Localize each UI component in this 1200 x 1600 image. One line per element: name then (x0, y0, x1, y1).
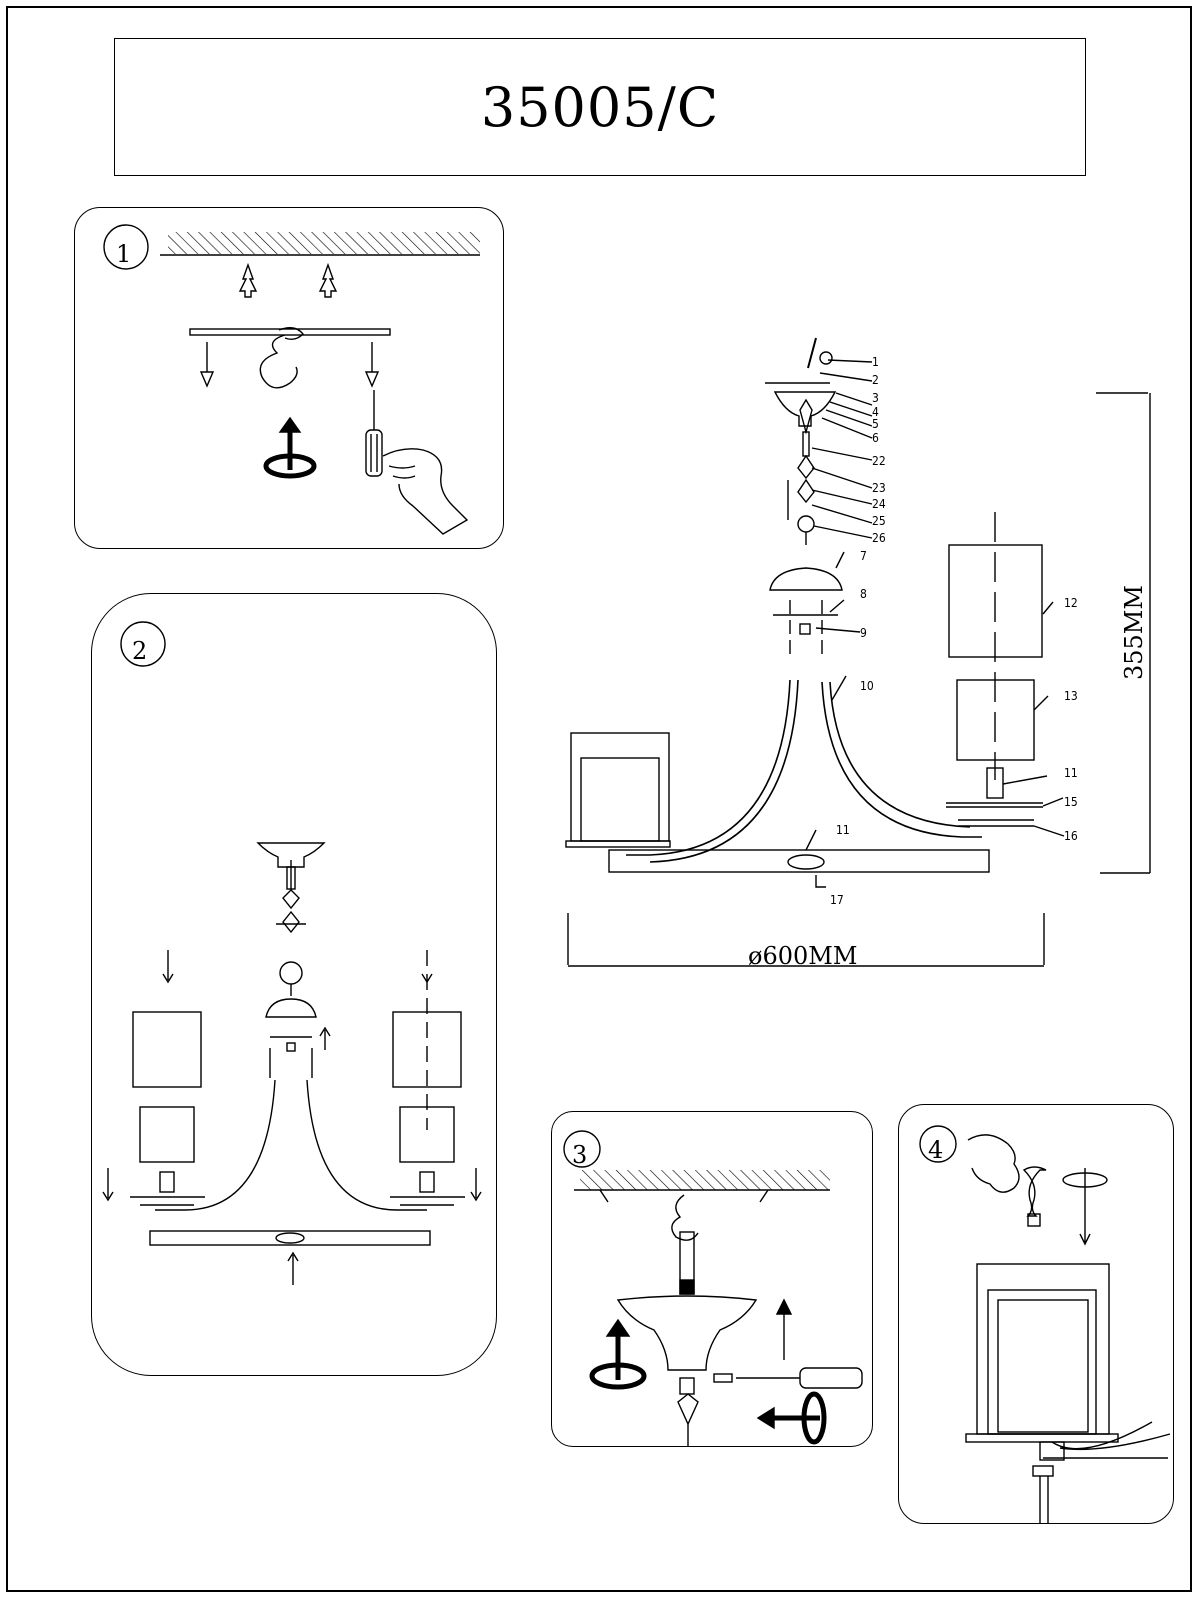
part-label: 26 (872, 531, 886, 545)
part-label: 23 (872, 481, 886, 495)
part-label: 12 (1064, 596, 1078, 610)
main-exploded-view (565, 337, 1151, 967)
part-label: 13 (1064, 689, 1078, 703)
diameter-dimension: ø600MM (748, 942, 857, 970)
part-labels: 1 2 3 4 5 6 22 23 24 25 26 7 8 9 10 12 1… (830, 355, 1078, 907)
part-label: 24 (872, 497, 886, 511)
step-3-number: 3 (572, 1141, 587, 1169)
part-label: 2 (872, 373, 879, 387)
part-label: 10 (860, 679, 874, 693)
step-4-panel (898, 1104, 1174, 1524)
step-1-figure: 1 (103, 224, 480, 535)
part-label: 15 (1064, 795, 1078, 809)
part-label: 1 (872, 355, 879, 369)
step-3-panel (551, 1111, 873, 1447)
part-label: 5 (872, 417, 879, 431)
title-box: 35005/C (114, 38, 1086, 176)
part-label: 22 (872, 454, 886, 468)
part-label: 8 (860, 587, 867, 601)
part-label: 11 (836, 823, 850, 837)
part-label: 11 (1064, 766, 1078, 780)
step-2-panel (91, 593, 497, 1376)
height-dimension: 355MM (1120, 585, 1148, 680)
step-4-figure: 4 (919, 1125, 1171, 1524)
part-label: 7 (860, 549, 867, 563)
page-frame (6, 6, 1192, 1592)
step-4-number: 4 (928, 1136, 943, 1164)
step-2-number: 2 (132, 637, 147, 665)
part-label: 17 (830, 893, 844, 907)
part-label: 6 (872, 431, 879, 445)
step-1-number: 1 (116, 240, 131, 268)
part-label: 16 (1064, 829, 1078, 843)
part-label: 25 (872, 514, 886, 528)
part-label: 9 (860, 626, 867, 640)
step-2-figure: 2 (102, 621, 482, 1285)
model-number: 35005/C (480, 75, 720, 139)
part-label: 3 (872, 391, 879, 405)
part-label: 4 (872, 405, 879, 419)
step-3-figure: 3 (563, 1130, 863, 1447)
step-1-panel (74, 207, 504, 549)
